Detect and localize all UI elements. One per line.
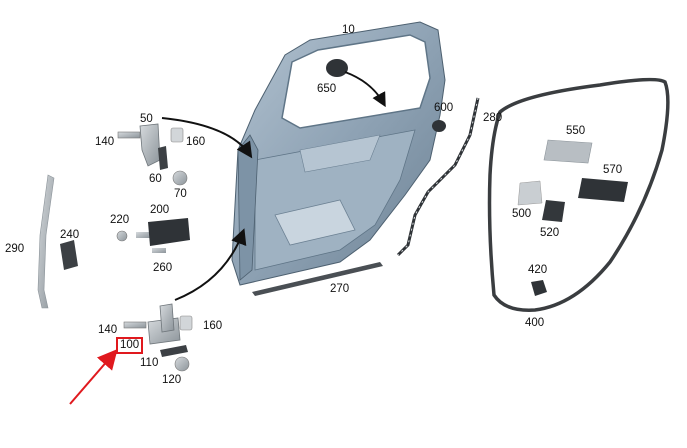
label-part-600: 600 <box>434 102 454 114</box>
panel-570-part <box>578 178 628 202</box>
upper-hinge-parts <box>117 123 188 186</box>
label-part-220: 220 <box>110 214 130 226</box>
label-part-280: 280 <box>483 112 503 124</box>
label-part-420: 420 <box>528 264 548 276</box>
door-seal-400-part <box>487 77 670 312</box>
label-part-240: 240 <box>60 229 80 241</box>
leader-arrow-lower-hinge <box>174 228 247 301</box>
clip-420-part <box>531 280 547 296</box>
check-strap-parts <box>60 218 190 270</box>
label-part-160-lower: 160 <box>203 320 223 332</box>
label-part-200: 200 <box>150 204 170 216</box>
leader-arrow-upper-hinge <box>161 117 253 159</box>
plug-650-part <box>326 59 348 77</box>
label-part-260: 260 <box>153 262 173 274</box>
label-part-120: 120 <box>162 374 182 386</box>
plug-600-part <box>432 120 446 132</box>
leader-arrow-650 <box>344 71 386 108</box>
panel-520-part <box>542 200 565 222</box>
sill-strip-270-part <box>252 262 383 296</box>
label-part-100-highlighted: 100 <box>115 337 144 354</box>
door-shell-part <box>231 21 446 286</box>
label-part-270: 270 <box>330 283 350 295</box>
label-part-570: 570 <box>603 164 623 176</box>
label-part-290: 290 <box>5 243 25 255</box>
label-part-650: 650 <box>317 83 337 95</box>
label-part-50: 50 <box>140 113 153 125</box>
label-part-500: 500 <box>512 208 532 220</box>
label-part-160-upper: 160 <box>186 136 206 148</box>
trim-strip-290-part <box>37 174 55 309</box>
label-part-140-lower: 140 <box>98 324 118 336</box>
label-part-140-upper: 140 <box>95 136 115 148</box>
label-part-10: 10 <box>342 24 355 36</box>
panel-500-part <box>517 180 543 206</box>
label-part-550: 550 <box>566 125 586 137</box>
label-part-60: 60 <box>149 173 162 185</box>
lower-hinge-parts <box>123 303 193 372</box>
label-part-110: 110 <box>140 357 159 369</box>
bumper-240-part <box>60 240 78 270</box>
label-part-70: 70 <box>174 188 187 200</box>
highlight-arrow <box>69 348 118 405</box>
label-part-400: 400 <box>525 317 545 329</box>
label-part-520: 520 <box>540 227 560 239</box>
panel-550-part <box>543 139 593 164</box>
